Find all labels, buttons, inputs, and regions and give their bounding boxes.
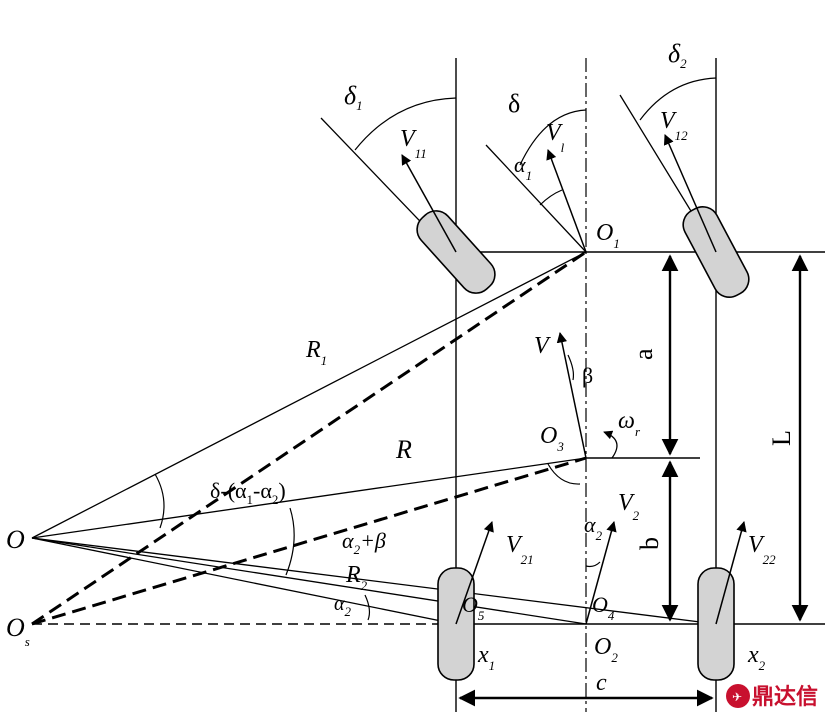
label-v21: V21 — [506, 532, 534, 567]
watermark-icon-glyph: ✈ — [732, 690, 742, 704]
label-l: L — [767, 430, 796, 446]
arrow-v22 — [715, 520, 747, 625]
label-o1: O1 — [596, 220, 620, 251]
label-o3: O3 — [540, 423, 564, 454]
arc-alpha2-low — [364, 594, 371, 621]
label-omega: ωr — [618, 408, 641, 439]
dashed-ray-front — [31, 250, 587, 626]
label-o: O — [6, 525, 25, 554]
label-x2: x2 — [747, 642, 766, 673]
arc-mid — [285, 507, 295, 576]
arrow-v21 — [455, 521, 494, 625]
label-angle-expr: δ-(α1-α2) — [210, 478, 286, 507]
label-c: c — [596, 670, 607, 696]
arc-delta2 — [639, 77, 717, 121]
label-o2: O2 — [594, 634, 618, 665]
arc-alpha2-up — [585, 561, 601, 568]
label-os: Os — [6, 613, 30, 649]
label-o4: O4 — [592, 592, 615, 623]
label-v2: V2 — [618, 490, 640, 523]
label-b: b — [635, 537, 664, 550]
omega-arc — [603, 430, 618, 459]
ray-r2-a — [31, 537, 457, 625]
label-r1: R1 — [305, 337, 327, 368]
dashed-ray-cg — [31, 456, 587, 626]
arc-beta — [567, 354, 575, 381]
label-alpha2-upper: α2 — [584, 512, 603, 543]
label-alpha2-beta: α2+β — [342, 528, 386, 557]
front-center-steer-line — [485, 144, 587, 253]
label-delta1: δ1 — [344, 81, 363, 113]
arrow-v2 — [585, 520, 617, 625]
label-v11: V11 — [400, 126, 427, 161]
label-o5: O5 — [462, 592, 485, 623]
arc-alpha1 — [539, 189, 563, 206]
arrow-v — [556, 331, 587, 459]
ray-r1 — [31, 251, 587, 539]
label-r2: R2 — [345, 562, 368, 593]
arrow-vl — [546, 149, 587, 253]
arc-delta — [519, 109, 587, 166]
watermark-text: 鼎达信 — [752, 684, 818, 710]
arc-delta1 — [354, 97, 457, 151]
arrow-v12 — [663, 134, 717, 253]
label-r: R — [395, 435, 412, 464]
arc-big — [154, 473, 165, 529]
label-alpha2-lower: α2 — [334, 593, 352, 619]
label-v22: V22 — [748, 532, 776, 567]
label-x1: x1 — [477, 642, 495, 673]
ray-r2-c — [31, 537, 717, 625]
arrow-v11 — [401, 154, 457, 253]
label-a: a — [629, 348, 658, 360]
label-v: V — [534, 333, 551, 359]
label-beta: β — [582, 363, 593, 388]
ray-r — [31, 457, 587, 539]
label-delta: δ — [508, 89, 520, 118]
label-vl: Vl — [546, 120, 565, 155]
label-v12: V12 — [660, 108, 688, 143]
watermark-logo: ✈ 鼎达信 — [726, 684, 818, 710]
arc-o3 — [547, 463, 581, 485]
ray-r2-b — [31, 537, 587, 625]
label-alpha1: α1 — [514, 152, 532, 183]
watermark-icon — [726, 684, 750, 708]
label-delta2: δ2 — [668, 39, 687, 71]
